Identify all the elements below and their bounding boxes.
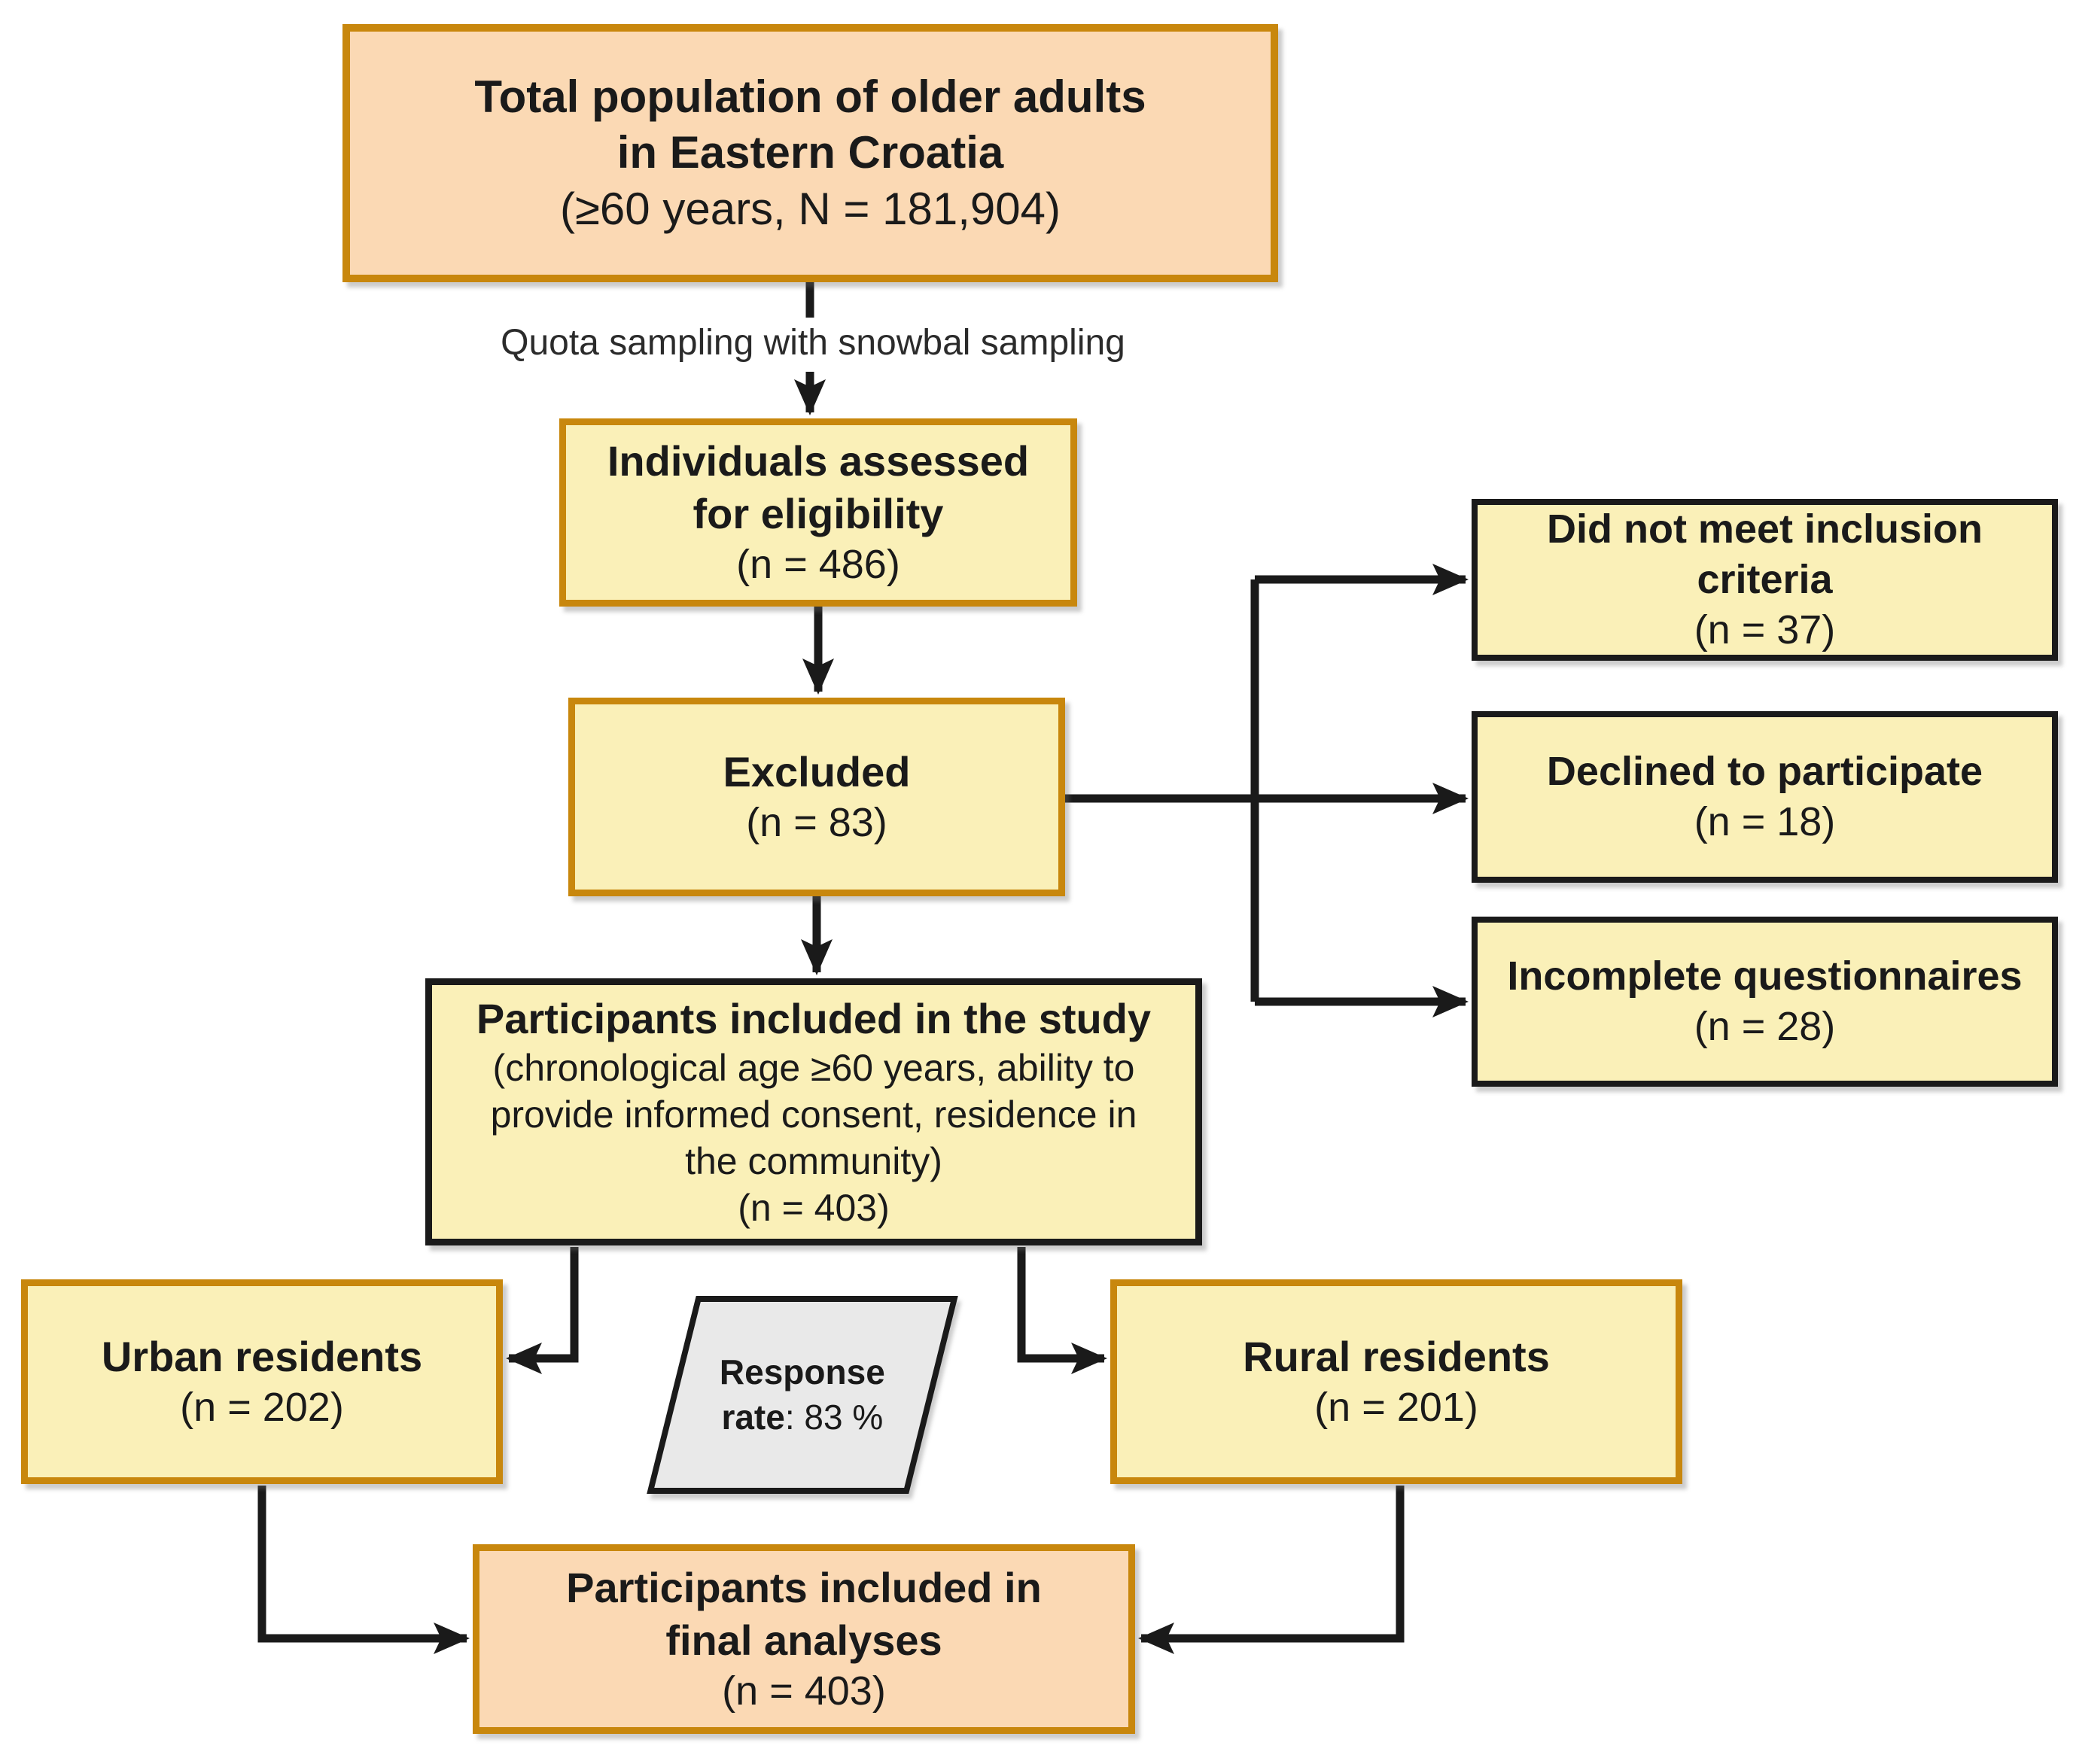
box-line: (n = 18): [1694, 799, 1836, 844]
total-population-box: Total population of older adults in East…: [342, 24, 1278, 282]
response-rate-parallelogram: Response rate: 83 %: [647, 1296, 958, 1494]
box-line: Urban residents: [101, 1332, 423, 1380]
box-line: final analyses: [665, 1616, 942, 1664]
reason-did-not-meet-box: Did not meet inclusion criteria (n = 37): [1472, 499, 2058, 661]
response-rate-value: : 83 %: [784, 1397, 884, 1437]
box-line: Response: [720, 1352, 885, 1391]
box-line: in Eastern Croatia: [616, 127, 1004, 178]
connector-urban-to-final: [257, 1486, 470, 1654]
box-line: (n = 28): [1694, 1004, 1836, 1049]
box-line: (n = 403): [738, 1187, 890, 1230]
sampling-method-label: Quota sampling with snowbal sampling: [501, 323, 1125, 363]
box-line: the community): [685, 1140, 942, 1183]
box-line: rate: 83 %: [720, 1395, 885, 1440]
box-line: Declined to participate: [1546, 749, 1983, 795]
box-line: (n = 202): [180, 1385, 344, 1431]
final-analyses-box: Participants included in final analyses …: [473, 1544, 1135, 1734]
box-line: Did not meet inclusion: [1546, 506, 1983, 552]
box-line: Participants included in the study: [476, 994, 1152, 1042]
box-line: (≥60 years, N = 181,904): [560, 183, 1061, 234]
connector-study-to-urban: [506, 1247, 579, 1374]
response-rate-label: rate: [721, 1397, 785, 1437]
eligibility-box: Individuals assessed for eligibility (n …: [559, 418, 1077, 607]
box-line: provide informed consent, residence in: [490, 1093, 1137, 1136]
box-line: Individuals assessed: [607, 437, 1030, 485]
box-line: (n = 201): [1314, 1385, 1478, 1431]
box-line: Incomplete questionnaires: [1507, 953, 2023, 999]
box-line: criteria: [1697, 557, 1833, 603]
box-line: Rural residents: [1243, 1332, 1550, 1380]
urban-residents-box: Urban residents (n = 202): [21, 1279, 503, 1484]
excluded-box: Excluded (n = 83): [568, 698, 1065, 896]
box-line: (n = 486): [736, 541, 900, 587]
study-inclusion-box: Participants included in the study (chro…: [425, 978, 1202, 1245]
reason-incomplete-box: Incomplete questionnaires (n = 28): [1472, 917, 2058, 1087]
box-line: (chronological age ≥60 years, ability to: [492, 1047, 1135, 1090]
box-line: Total population of older adults: [474, 71, 1146, 122]
reason-declined-box: Declined to participate (n = 18): [1472, 711, 2058, 883]
box-line: (n = 83): [746, 800, 887, 846]
rural-residents-box: Rural residents (n = 201): [1110, 1279, 1682, 1484]
box-line: Excluded: [723, 747, 911, 795]
box-line: for eligibility: [693, 489, 944, 537]
box-line: (n = 37): [1694, 607, 1836, 652]
box-line: Participants included in: [566, 1564, 1042, 1612]
connector-rural-to-final: [1138, 1486, 1405, 1654]
response-rate-text: Response rate: 83 %: [720, 1350, 885, 1440]
box-line: (n = 403): [722, 1668, 886, 1714]
connector-study-to-rural: [1017, 1247, 1107, 1374]
